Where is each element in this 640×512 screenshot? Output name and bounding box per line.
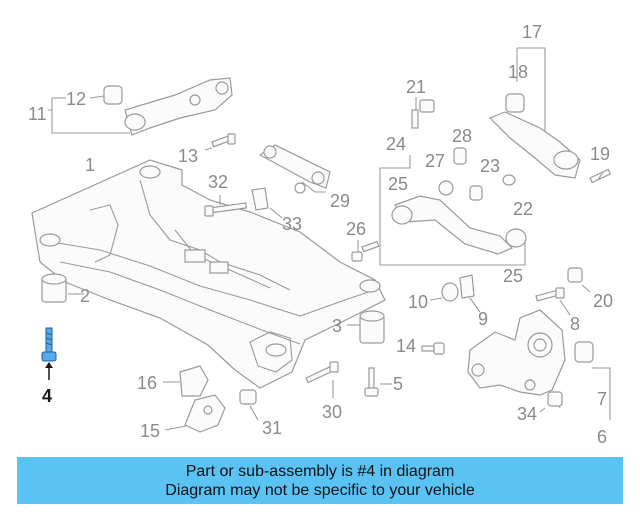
callout-34: 34 bbox=[517, 404, 537, 424]
callout-12: 12 bbox=[66, 89, 86, 109]
callout-22: 22 bbox=[513, 199, 533, 219]
bolt-14 bbox=[421, 342, 445, 355]
callout-8: 8 bbox=[570, 314, 580, 334]
bushing-20 bbox=[567, 267, 591, 293]
callout-14: 14 bbox=[396, 336, 416, 356]
callout-25-upper: 25 bbox=[388, 174, 408, 194]
bolt-32 bbox=[204, 195, 248, 217]
callout-28: 28 bbox=[452, 126, 472, 146]
callout-32: 32 bbox=[208, 172, 228, 192]
callout-30: 30 bbox=[322, 402, 342, 422]
callout-27: 27 bbox=[425, 151, 445, 171]
link-29 bbox=[258, 144, 331, 194]
callout-29: 29 bbox=[330, 191, 350, 211]
bolt-26 bbox=[351, 240, 380, 262]
callout-9: 9 bbox=[478, 309, 488, 329]
knuckle bbox=[467, 309, 611, 420]
callout-17: 17 bbox=[522, 22, 542, 42]
diagram-caption-banner: Part or sub-assembly is #4 in diagram Di… bbox=[17, 457, 623, 504]
lower-arm bbox=[488, 47, 612, 184]
nut-31 bbox=[239, 389, 259, 421]
callout-23: 23 bbox=[480, 156, 500, 176]
callout-7: 7 bbox=[597, 389, 607, 409]
callout-labels: 1 2 3 4 5 6 7 8 9 10 11 12 13 14 15 16 1… bbox=[28, 22, 613, 447]
callout-3: 3 bbox=[332, 316, 342, 336]
callout-31: 31 bbox=[262, 418, 282, 438]
bolt-4-highlighted[interactable] bbox=[41, 327, 57, 380]
bolt-13 bbox=[204, 133, 236, 151]
callout-25-lower: 25 bbox=[503, 266, 523, 286]
bracket-33 bbox=[251, 187, 283, 219]
nut-34 bbox=[539, 391, 563, 413]
bracket-15 bbox=[164, 394, 226, 433]
bolt-5 bbox=[364, 367, 392, 397]
callout-16: 16 bbox=[137, 373, 157, 393]
callout-33: 33 bbox=[282, 214, 302, 234]
plate-9 bbox=[459, 274, 481, 313]
callout-26: 26 bbox=[346, 219, 366, 239]
subframe bbox=[31, 159, 386, 389]
bolt-8 bbox=[535, 287, 571, 316]
bolt-30 bbox=[305, 361, 339, 398]
mount-16 bbox=[163, 365, 209, 397]
parts-diagram: 1 2 3 4 5 6 7 8 9 10 11 12 13 14 15 16 1… bbox=[28, 22, 613, 447]
callout-10: 10 bbox=[408, 292, 428, 312]
callout-11: 11 bbox=[28, 104, 47, 124]
callout-18: 18 bbox=[508, 62, 528, 82]
toe-link bbox=[379, 147, 527, 266]
callout-4-highlighted: 4 bbox=[42, 386, 52, 406]
washer-10 bbox=[429, 282, 459, 302]
callout-2: 2 bbox=[80, 286, 90, 306]
upper-control-arm bbox=[48, 77, 233, 136]
caption-line-1: Part or sub-assembly is #4 in diagram bbox=[185, 462, 455, 480]
callout-24: 24 bbox=[386, 134, 406, 154]
bolt-21 bbox=[411, 97, 435, 129]
callout-21: 21 bbox=[406, 77, 426, 97]
callout-20: 20 bbox=[593, 291, 613, 311]
caption-line-2: Diagram may not be specific to your vehi… bbox=[165, 481, 475, 499]
bushing-2 bbox=[41, 273, 84, 303]
callout-6: 6 bbox=[597, 427, 607, 447]
callout-19: 19 bbox=[590, 144, 610, 164]
callout-15: 15 bbox=[140, 421, 160, 441]
callout-5: 5 bbox=[393, 374, 403, 394]
callout-13: 13 bbox=[178, 146, 198, 166]
bushing-3 bbox=[347, 310, 385, 344]
callout-1: 1 bbox=[85, 155, 95, 175]
